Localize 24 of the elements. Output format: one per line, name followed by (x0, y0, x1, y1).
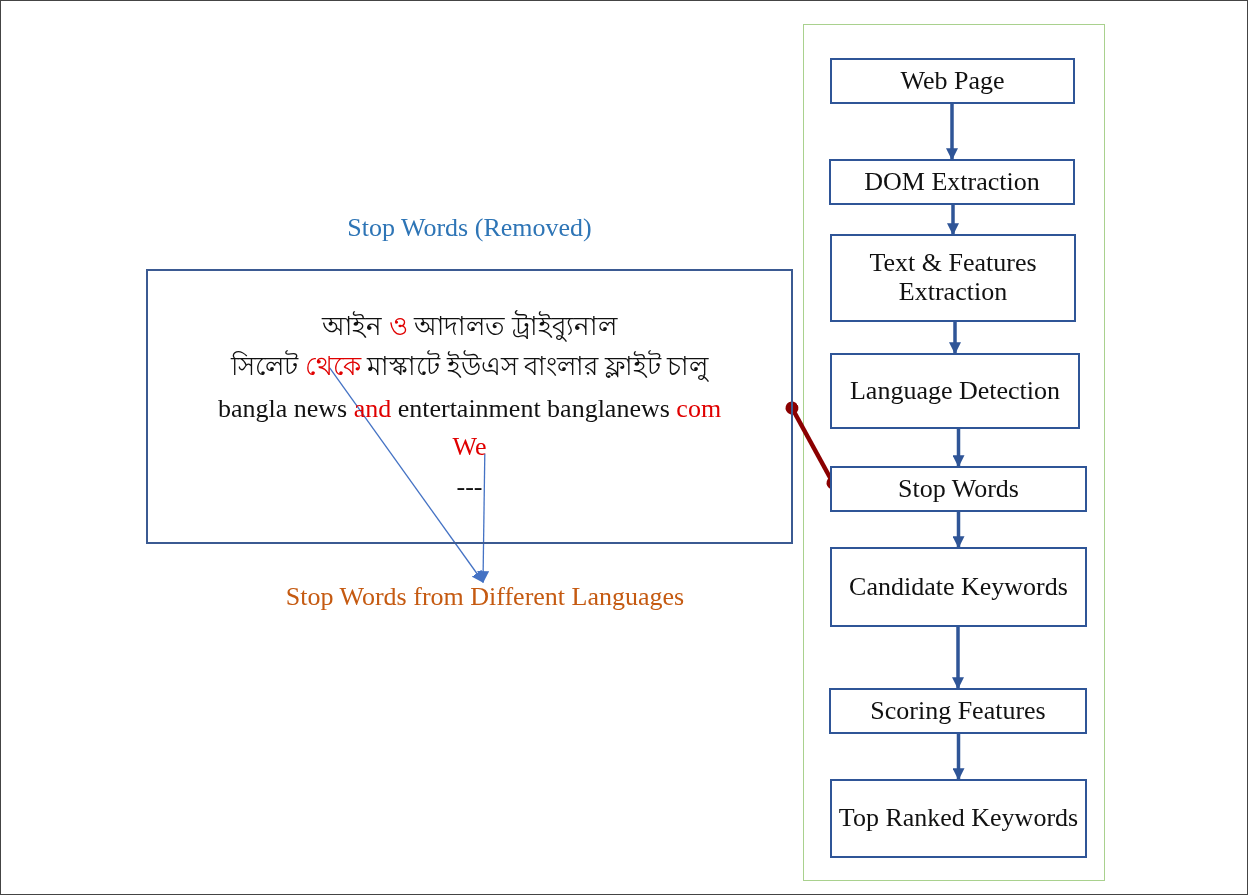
arrow (949, 322, 961, 355)
process-box: Web Page (830, 58, 1075, 104)
process-box: Candidate Keywords (830, 547, 1087, 627)
arrow (946, 104, 958, 161)
arrow (952, 734, 965, 781)
process-box: Top Ranked Keywords (830, 779, 1087, 858)
pipeline-panel (803, 24, 1105, 881)
note-label: Stop Words from Different Languages (220, 582, 750, 626)
process-box: Stop Words (830, 466, 1087, 512)
leader-arrow (477, 453, 490, 584)
arrow (947, 205, 959, 236)
sample-text-line: আইন ও আদালত ট্রাইব্যুনাল (320, 311, 619, 343)
process-box: DOM Extraction (829, 159, 1075, 205)
process-box: Scoring Features (829, 688, 1087, 734)
sample-text-line: We (451, 431, 488, 463)
process-box: Language Detection (830, 353, 1080, 429)
arrow (952, 429, 965, 468)
arrow (952, 512, 965, 549)
leader-arrow (329, 367, 484, 583)
sample-text-line: সিলেট থেকে মাস্কাটে ইউএস বাংলার ফ্লাইট চালু (229, 351, 710, 383)
process-box: Text & Features Extraction (830, 234, 1076, 322)
arrow (952, 627, 964, 690)
sample-text-line: --- (455, 471, 484, 503)
section-heading: Stop Words (Removed) (346, 213, 593, 243)
